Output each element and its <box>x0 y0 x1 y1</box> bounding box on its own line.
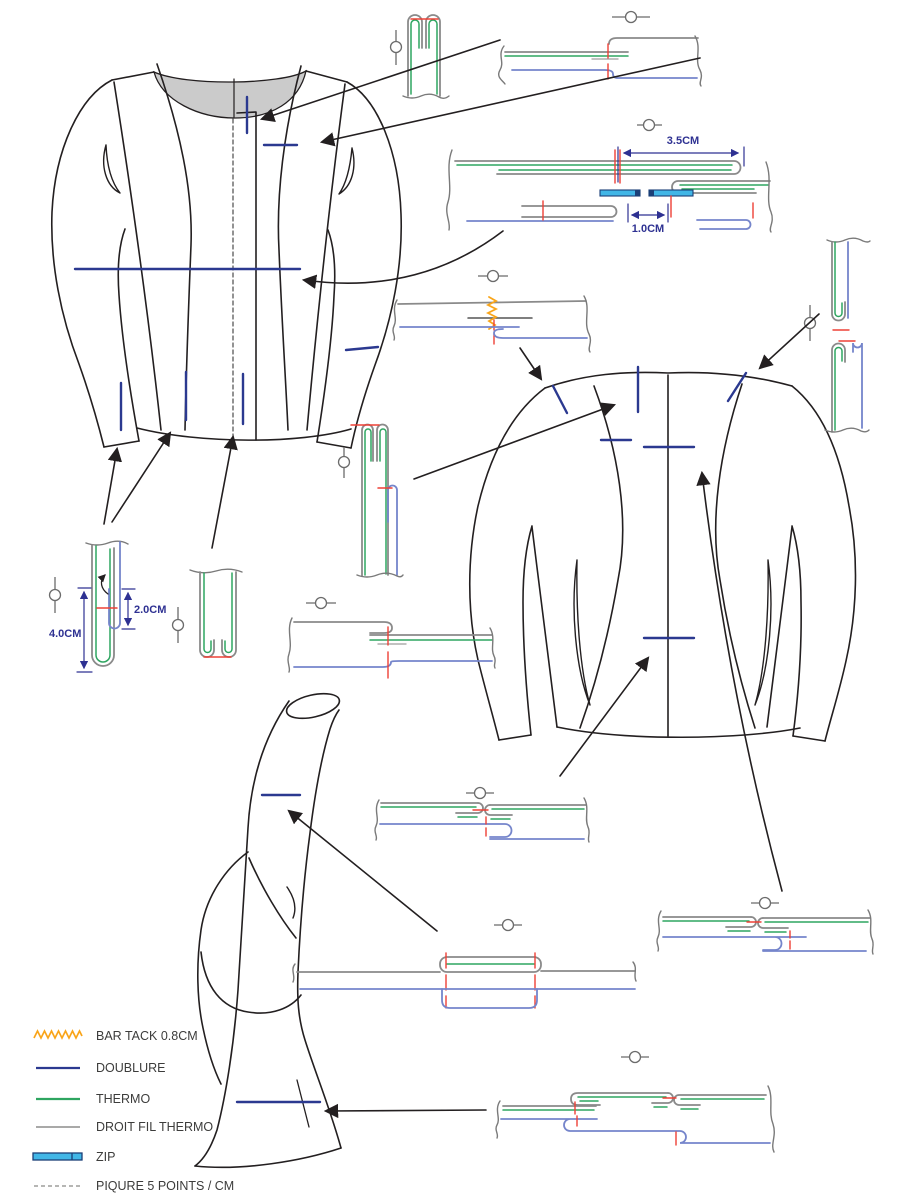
front-view <box>50 63 403 449</box>
grain-line-icon <box>48 577 62 613</box>
leader-arrow <box>559 656 650 777</box>
legend-swatch-zip <box>32 1152 83 1161</box>
sleeve-doublure-marks <box>235 793 322 1104</box>
dim-label-zip-gap: 1.0CM <box>632 223 664 235</box>
seam-detail-zip-front: 3.5CM 1.0CM <box>446 135 773 235</box>
legend-label: DROIT FIL THERMO <box>96 1120 213 1134</box>
leader-arrow <box>111 431 172 523</box>
fold-direction-arrow <box>97 574 109 595</box>
leader-arrow <box>301 230 504 289</box>
legend-label: DOUBLURE <box>96 1061 165 1075</box>
legend-label: BAR TACK 0.8CM <box>96 1029 198 1043</box>
legend-swatch-bar-tack <box>33 1029 83 1040</box>
seam-detail-neck-fold <box>402 14 450 99</box>
leader-arrow <box>519 347 543 381</box>
seam-detail-pressed-open-seam <box>374 797 590 843</box>
grain-line-icon <box>389 30 403 65</box>
dimension-hem-depth: 4.0CM <box>49 587 93 673</box>
seam-detail-tab <box>292 952 637 1009</box>
front-placket-edge <box>236 111 257 441</box>
dimension-zip-gap: 1.0CM <box>627 203 669 235</box>
grain-line-icon <box>751 896 779 910</box>
dim-label-hem-lining: 2.0CM <box>134 604 166 616</box>
legend-row-droit-fil-thermo: DROIT FIL THERMO <box>36 1120 213 1134</box>
bar-tack-zigzag <box>485 296 499 330</box>
leader-arrow <box>259 39 501 122</box>
grain-line-icon <box>337 447 351 478</box>
legend-label: PIQURE 5 POINTS / CM <box>96 1179 234 1193</box>
sleeve-cap-opening <box>285 692 341 720</box>
leader-arrow <box>319 57 701 147</box>
leader-arrow <box>323 1103 487 1119</box>
dim-label-zip-extension: 3.5CM <box>667 135 699 147</box>
seam-detail-hem-fold <box>189 568 243 658</box>
grain-line-icon <box>306 596 336 610</box>
leader-arrow <box>287 809 438 932</box>
dimension-hem-lining-depth: 2.0CM <box>121 588 166 630</box>
seam-detail-back-seam <box>656 909 874 955</box>
seam-detail-facing-fold <box>350 423 404 578</box>
leader-arrows <box>103 39 820 1119</box>
leader-arrow <box>103 446 123 525</box>
legend-row-doublure: DOUBLURE <box>36 1061 165 1075</box>
grain-line-icon <box>494 918 522 932</box>
dimension-zip-extension: 3.5CM <box>617 135 745 183</box>
legend-row-zip: ZIP <box>32 1150 115 1164</box>
seam-detail-shoulder-seam <box>497 35 703 87</box>
back-doublure-marks <box>551 365 748 640</box>
leader-arrow <box>413 402 617 480</box>
legend-row-bar-tack: BAR TACK 0.8CM <box>33 1029 198 1043</box>
grain-line-icons <box>48 10 817 1064</box>
grain-line-icon <box>466 786 494 800</box>
leader-arrow <box>211 434 238 549</box>
grain-line-icon <box>621 1050 649 1064</box>
front-neck-inset <box>153 69 307 119</box>
zip-teeth <box>599 189 694 197</box>
legend-row-piqure: PIQURE 5 POINTS / CM <box>34 1179 234 1193</box>
legend: BAR TACK 0.8CM DOUBLURE THERMO DROIT FIL… <box>32 1029 234 1193</box>
seam-detail-cuff-layers <box>495 1085 775 1153</box>
sleeve-view <box>194 692 342 1169</box>
dim-label-hem-depth: 4.0CM <box>49 628 81 640</box>
legend-row-thermo: THERMO <box>36 1092 150 1106</box>
legend-label: ZIP <box>96 1150 115 1164</box>
front-doublure-marks <box>73 95 380 432</box>
seam-detail-hem: 4.0CM 2.0CM <box>49 540 166 673</box>
grain-line-icon <box>612 10 650 24</box>
legend-label: THERMO <box>96 1092 150 1106</box>
seam-detail-side-vertical <box>824 237 871 433</box>
grain-line-icon <box>478 269 508 283</box>
seam-detail-bar-tack <box>392 295 592 353</box>
leader-arrow <box>758 313 820 370</box>
grain-line-icon <box>637 118 662 132</box>
back-view <box>468 365 857 742</box>
leader-arrow <box>696 470 783 892</box>
grain-line-icon <box>171 607 185 643</box>
seam-detail-panel-seam <box>287 617 496 679</box>
